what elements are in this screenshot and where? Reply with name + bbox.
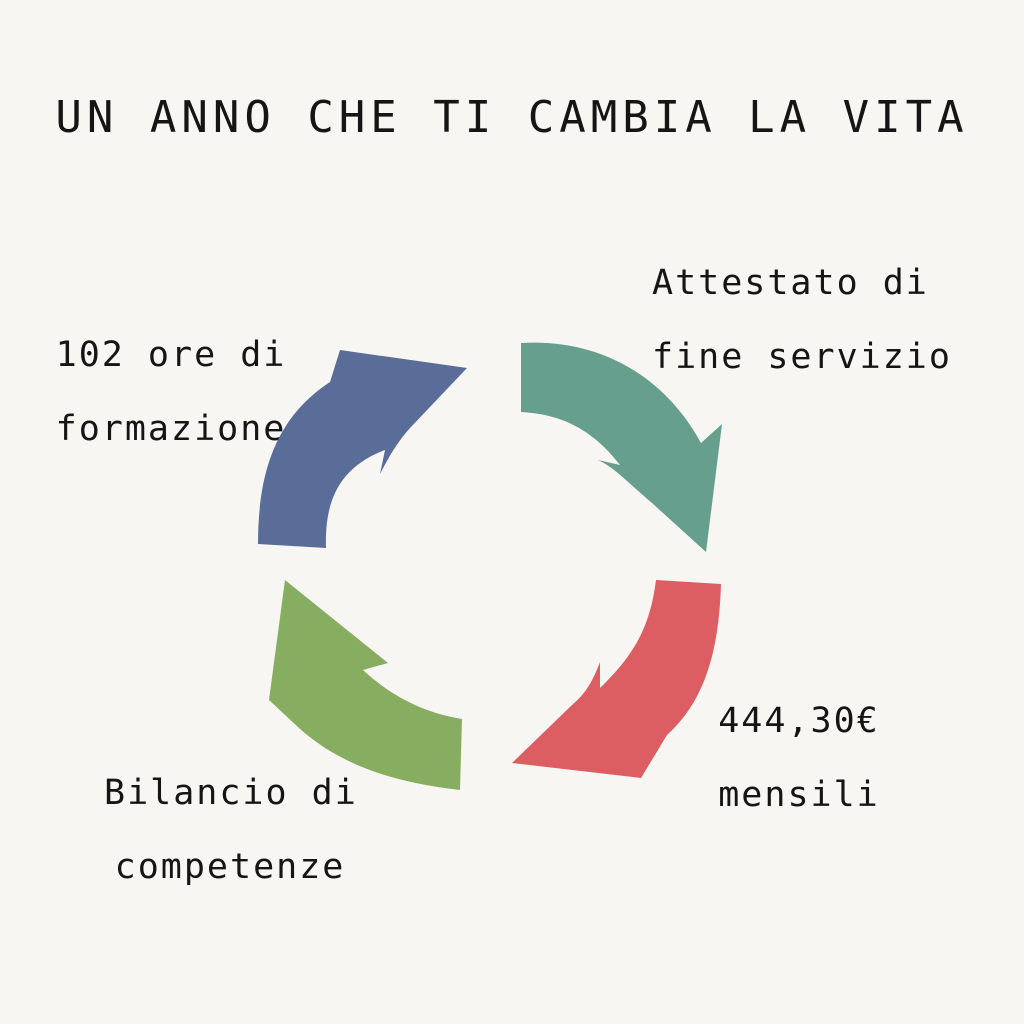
label-skills-assessment: Bilancio di competenze <box>104 756 356 904</box>
label-service-certificate-line-1: Attestato di <box>652 263 929 303</box>
label-monthly-pay-line-2: mensili <box>718 775 880 815</box>
label-service-certificate-line-2: fine servizio <box>652 337 952 377</box>
label-monthly-pay-line-1: 444,30€ <box>718 701 880 741</box>
label-service-certificate: Attestato di fine servizio <box>652 246 952 394</box>
red-arrow-icon <box>512 580 721 778</box>
page-title: UN ANNO CHE TI CAMBIA LA VITA <box>55 92 969 143</box>
teal-arrow-icon <box>521 342 722 552</box>
label-skills-assessment-line-2: competenze <box>114 847 346 887</box>
label-skills-assessment-line-1: Bilancio di <box>104 773 358 813</box>
label-monthly-pay: 444,30€ mensili <box>704 684 894 832</box>
label-training-hours-line-1: 102 ore di <box>55 335 287 375</box>
label-training-hours-line-2: formazione <box>55 409 287 449</box>
blue-arrow-icon <box>258 350 467 548</box>
green-arrow-icon <box>269 580 462 790</box>
label-training-hours: 102 ore di formazione <box>48 318 294 466</box>
